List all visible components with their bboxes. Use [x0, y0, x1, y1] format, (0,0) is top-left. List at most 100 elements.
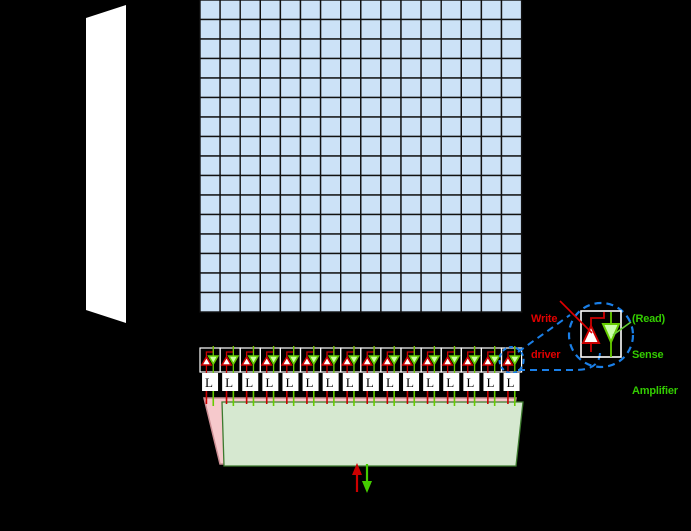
latch-label: L [486, 375, 494, 390]
memory-cell [259, 174, 282, 196]
memory-cell [199, 18, 221, 40]
memory-cell [340, 116, 362, 138]
memory-cell [480, 77, 503, 99]
memory-cell [239, 77, 261, 99]
memory-cell [360, 77, 382, 99]
memory-cell [319, 194, 342, 216]
memory-cell [480, 291, 503, 313]
memory-cell [400, 174, 422, 196]
sense-amp-triangle [408, 355, 421, 366]
latch-label: L [265, 375, 273, 390]
memory-cell [279, 38, 302, 60]
sense-amp-triangle [327, 355, 340, 366]
callout-connector [517, 301, 635, 371]
memory-cell [480, 116, 503, 138]
write-driver-triangle [321, 355, 334, 366]
memory-cell [340, 291, 362, 313]
latch-box [242, 373, 259, 391]
memory-cell [380, 0, 402, 21]
memory-cell [500, 233, 523, 255]
memory-cell [400, 213, 422, 235]
memory-cell [380, 272, 402, 294]
memory-cell [440, 116, 463, 138]
memory-cell [360, 38, 382, 60]
memory-cell [219, 38, 241, 60]
memory-cell [199, 213, 221, 235]
memory-cell [219, 57, 241, 79]
write-driver-label-line1: Write [531, 313, 558, 325]
memory-cell [480, 38, 503, 60]
memory-cell [460, 291, 483, 313]
memory-cell [299, 213, 322, 235]
memory-cell [279, 252, 302, 274]
memory-cell [500, 18, 523, 40]
memory-cell [239, 174, 261, 196]
memory-cell [340, 18, 362, 40]
memory-cell [340, 272, 362, 294]
latch-box [503, 373, 520, 391]
memory-cell [400, 96, 422, 118]
sense-amp-triangle [307, 355, 320, 366]
latch-label: L [205, 375, 213, 390]
memory-cell [219, 116, 241, 138]
memory-cell [500, 291, 523, 313]
memory-cell [299, 272, 322, 294]
memory-cell [400, 116, 422, 138]
callout-leader-bottom [518, 351, 601, 371]
latch-box [443, 373, 460, 391]
memory-cell [460, 174, 483, 196]
memory-cell [480, 233, 503, 255]
memory-cell [420, 252, 442, 274]
memory-cell [420, 77, 442, 99]
sense-amplifier-label: (Read) Sense Amplifier [632, 289, 678, 421]
latch-box [202, 373, 219, 391]
memory-cell [360, 57, 382, 79]
memory-cell [460, 194, 483, 216]
memory-cell [219, 233, 241, 255]
memory-cell [460, 57, 483, 79]
memory-cell [319, 252, 342, 274]
memory-cell [340, 57, 362, 79]
latch-box [282, 373, 299, 391]
memory-cell [299, 18, 322, 40]
memory-cell [440, 57, 463, 79]
write-driver-label-line2: driver [531, 349, 561, 361]
memory-cell [279, 18, 302, 40]
memory-cell [420, 18, 442, 40]
sense-amp-triangle [508, 355, 521, 366]
memory-cell [460, 96, 483, 118]
memory-cell [400, 272, 422, 294]
memory-cell [239, 135, 261, 157]
column-mux-front-shape [221, 401, 524, 467]
memory-cell [279, 57, 302, 79]
memory-cell [460, 116, 483, 138]
write-driver-label: Write driver [531, 289, 561, 385]
memory-cell [440, 135, 463, 157]
memory-cell [340, 155, 362, 177]
sense-amp-triangle [207, 355, 220, 366]
memory-cell [239, 252, 261, 274]
write-driver-triangle [501, 355, 514, 366]
memory-cell [319, 174, 342, 196]
memory-cell [340, 38, 362, 60]
memory-cell [299, 38, 322, 60]
memory-cell [460, 77, 483, 99]
memory-cell [480, 272, 503, 294]
memory-cell [500, 213, 523, 235]
memory-cell [500, 174, 523, 196]
memory-cell [500, 57, 523, 79]
memory-cell [259, 272, 282, 294]
write-driver-leader-line [559, 300, 593, 334]
latch-label: L [326, 375, 334, 390]
callout-leader-top [517, 314, 571, 353]
memory-cell [440, 233, 463, 255]
io-arrow-group [352, 463, 372, 493]
memory-cell [319, 57, 342, 79]
memory-cell [279, 291, 302, 313]
latch-box [222, 373, 239, 391]
memory-cell [380, 96, 402, 118]
sense-amp-triangle [267, 355, 280, 366]
memory-cell [500, 155, 523, 177]
memory-cell [360, 291, 382, 313]
